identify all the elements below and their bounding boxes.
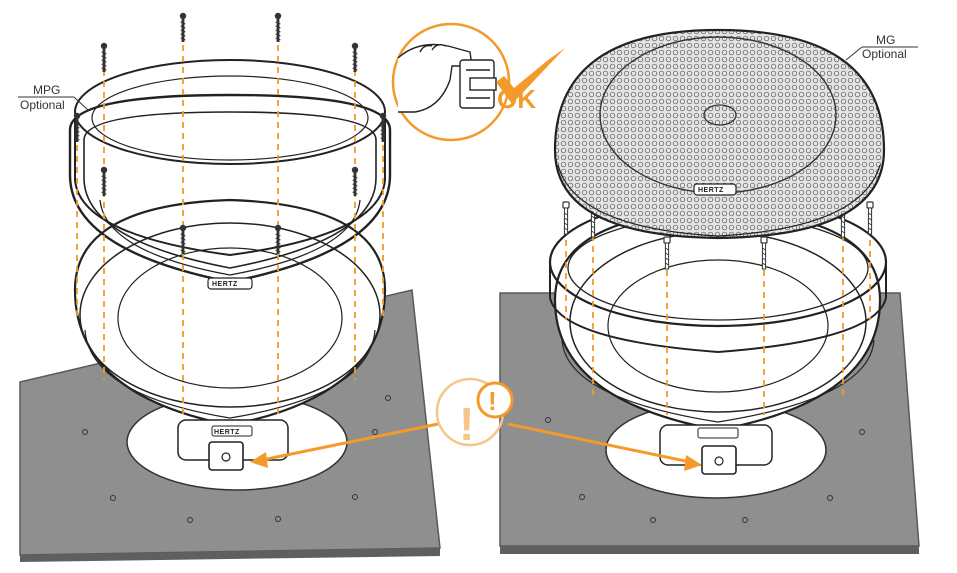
warning-mark: ! [488,386,497,416]
mpg-name: MPG [33,83,60,97]
basket-brand-left: HERTZ [214,429,240,436]
detail-callout-ok: OK [391,22,565,142]
mg-label: MG Optional [845,33,918,61]
alignment-lines-left [76,45,384,415]
board-holes-left [82,395,391,523]
screw-icon [100,42,108,73]
screw-icon [562,201,570,235]
alignment-lines-right [565,235,871,415]
check-icon [496,48,565,104]
mpg-grille: HERTZ [68,93,392,290]
terminal-block-right [701,445,737,475]
mpg-note: Optional [20,98,65,112]
mg-note: Optional [862,47,907,61]
warning-callout: ! ! [250,377,702,471]
mg-grille: HERTZ [553,28,886,240]
screw-icon [351,166,359,197]
screw-icon [100,166,108,197]
grille-clip-detail [459,59,497,109]
grille-brand-left: HERTZ [212,281,238,288]
ok-mark: OK [497,84,536,114]
terminal-block-left [208,441,244,471]
warning-icon [476,381,514,419]
grille-brand-right: HERTZ [698,187,724,194]
screw-icon [760,236,768,270]
screw-icon [179,12,187,43]
screw-icon [351,42,359,73]
right-assembly: HERTZ MG Optional [499,28,920,554]
svg-text:!: ! [459,398,474,450]
screw-icon [274,12,282,43]
board-holes-right [545,417,865,523]
mpg-label: MPG Optional [18,83,89,112]
screw-icon [663,236,671,270]
left-assembly: HERTZ HERTZ [18,12,441,562]
screw-icon [866,201,874,235]
mg-name: MG [876,33,895,47]
